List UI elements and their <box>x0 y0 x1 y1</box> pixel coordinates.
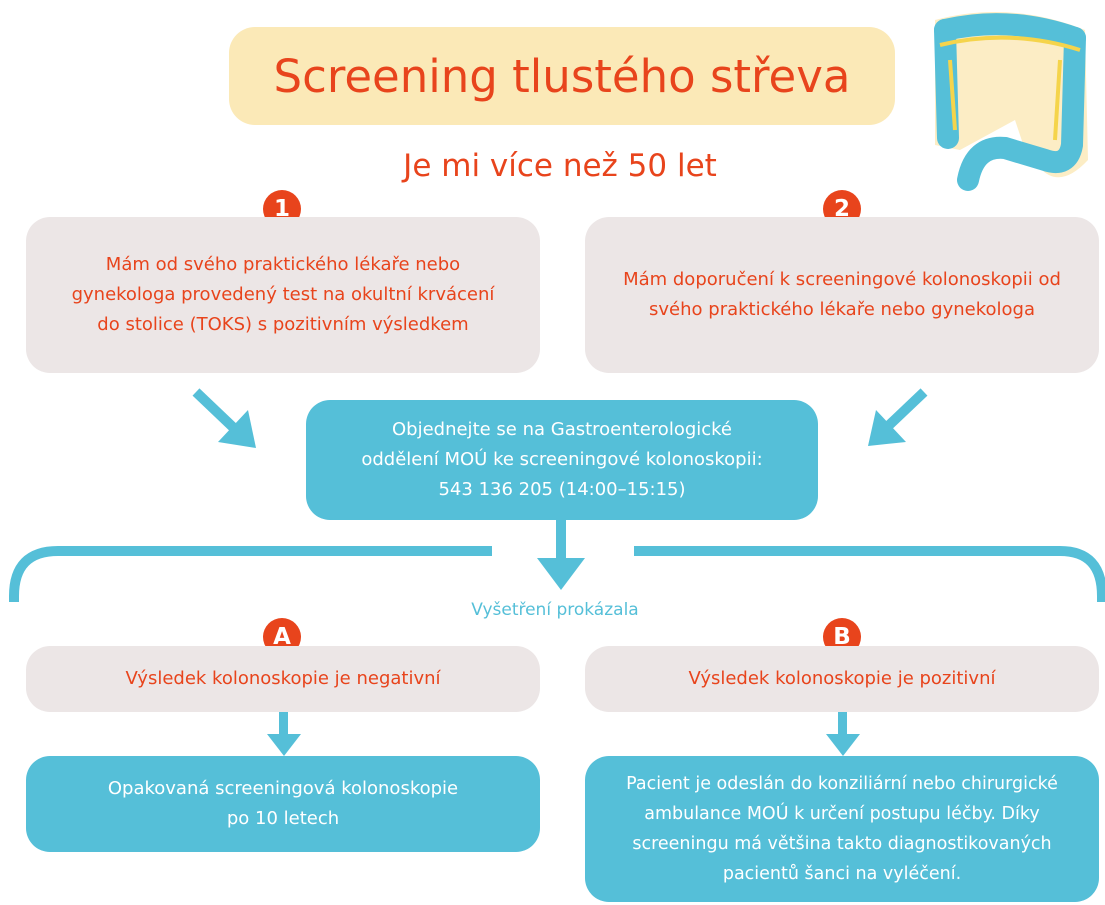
step-2-box: Mám doporučení k screeningové kolonoskop… <box>585 217 1099 373</box>
page-title: Screening tlustého střeva <box>273 49 851 103</box>
step-1-text: Mám od svého praktického lékaře nebo gyn… <box>71 254 495 335</box>
step-1-box: Mám od svého praktického lékaře nebo gyn… <box>26 217 540 373</box>
result-a-text: Výsledek kolonoskopie je negativní <box>125 668 441 689</box>
arrow-down-a <box>267 712 301 756</box>
result-a-box: Výsledek kolonoskopie je negativní <box>26 646 540 712</box>
result-b-box: Výsledek kolonoskopie je pozitivní <box>585 646 1099 712</box>
age-condition: Je mi více než 50 let <box>403 148 717 184</box>
arrow-right-diagonal <box>868 388 928 446</box>
result-b-text: Výsledek kolonoskopie je pozitivní <box>688 668 996 689</box>
arrow-left-diagonal <box>192 388 256 448</box>
split-bracket-left <box>9 546 492 602</box>
step-2-text: Mám doporučení k screeningové kolonoskop… <box>623 269 1061 320</box>
action-b-box: Pacient je odeslán do konziliární nebo c… <box>585 756 1099 902</box>
action-b-text: Pacient je odeslán do konziliární nebo c… <box>626 774 1058 884</box>
booking-phone: 543 136 205 (14:00–15:15) <box>438 479 686 500</box>
booking-line-1: Objednejte se na Gastroenterologické <box>391 419 733 440</box>
title-banner: Screening tlustého střeva <box>229 27 895 125</box>
action-a-box: Opakovaná screeningová kolonoskopie po 1… <box>26 756 540 852</box>
split-bracket-right <box>634 546 1105 602</box>
booking-line-2: oddělení MOÚ ke screeningové kolonoskopi… <box>361 449 763 470</box>
arrow-down-b <box>826 712 860 756</box>
arrow-down-main <box>537 518 585 590</box>
action-a-text: Opakovaná screeningová kolonoskopie po 1… <box>107 778 459 829</box>
booking-box: Objednejte se na Gastroenterologické odd… <box>306 400 818 520</box>
results-label: Vyšetření prokázala <box>471 600 639 620</box>
colon-illustration <box>934 12 1088 191</box>
